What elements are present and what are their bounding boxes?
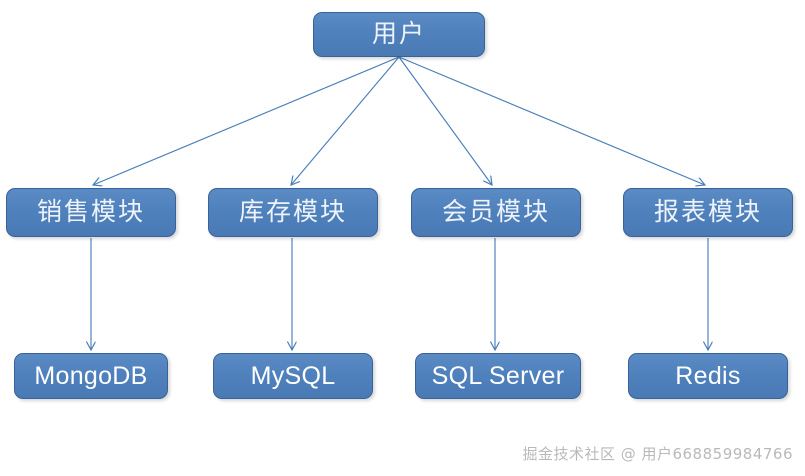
node-user-label: 用户 [371, 20, 426, 48]
node-mongodb-label: MongoDB [34, 361, 148, 390]
node-sales-module[interactable]: 销售模块 [6, 188, 176, 237]
node-member-module-label: 会员模块 [441, 198, 550, 226]
edge-user-to-report-module [398, 56, 705, 185]
node-user[interactable]: 用户 [313, 12, 485, 57]
node-mysql-label: MySQL [250, 361, 336, 390]
edge-user-to-sales-module [93, 56, 400, 185]
node-report-module[interactable]: 报表模块 [623, 188, 793, 237]
node-sql-server[interactable]: SQL Server [415, 353, 581, 399]
node-mongodb[interactable]: MongoDB [14, 353, 168, 399]
node-report-module-label: 报表模块 [653, 198, 762, 226]
edge-user-to-inventory-module [291, 56, 400, 185]
node-inventory-module[interactable]: 库存模块 [208, 188, 378, 237]
node-member-module[interactable]: 会员模块 [411, 188, 581, 237]
watermark-text: 掘金技术社区 @ 用户668859984766 [522, 445, 793, 463]
node-sql-server-label: SQL Server [431, 361, 565, 390]
edge-user-to-member-module [398, 56, 492, 185]
node-sales-module-label: 销售模块 [36, 198, 145, 226]
node-inventory-module-label: 库存模块 [238, 198, 347, 226]
node-mysql[interactable]: MySQL [213, 353, 373, 399]
node-redis-label: Redis [675, 361, 741, 390]
node-redis[interactable]: Redis [628, 353, 788, 399]
